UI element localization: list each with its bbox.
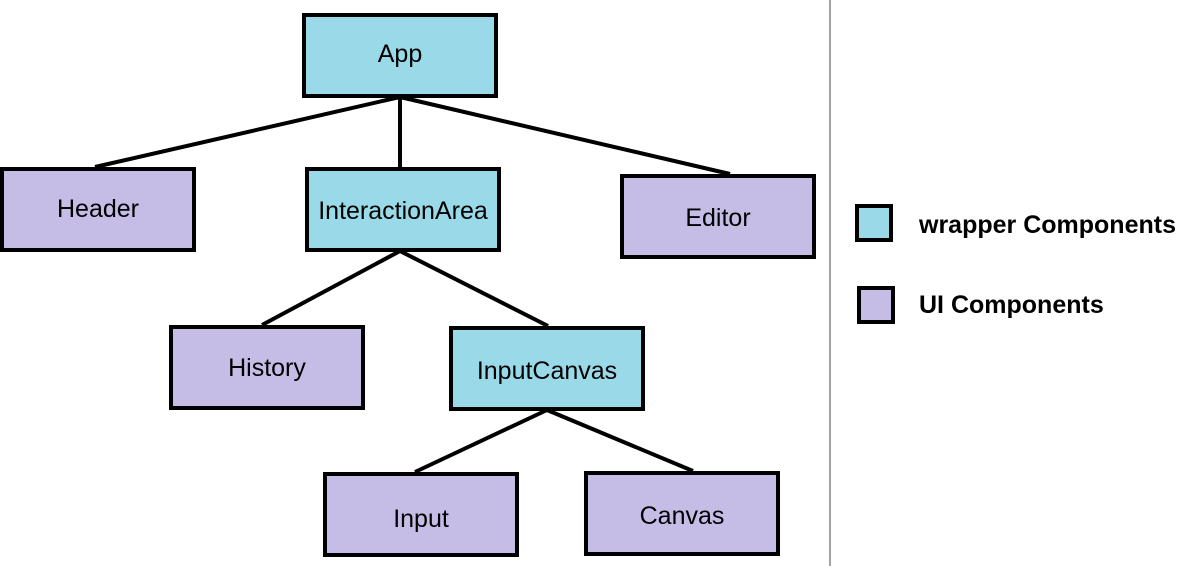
legend: wrapper Components UI Components xyxy=(855,204,1176,324)
node-box-header xyxy=(0,167,196,252)
node-header: Header xyxy=(0,167,196,252)
node-label-input: Input xyxy=(393,505,449,533)
node-canvas: Canvas xyxy=(584,471,780,556)
legend-label-wrapper: wrapper Components xyxy=(918,211,1176,239)
edges-layer xyxy=(94,95,731,474)
edge-input-canvas-to-input xyxy=(414,408,548,474)
legend-swatch-ui xyxy=(857,286,895,324)
node-editor: Editor xyxy=(620,174,816,259)
node-label-canvas: Canvas xyxy=(640,502,725,530)
node-history: History xyxy=(169,325,365,410)
node-input-canvas: InputCanvas xyxy=(449,326,645,411)
edge-interaction-area-to-input-canvas xyxy=(399,249,549,328)
node-box-canvas xyxy=(584,471,780,556)
node-input: Input xyxy=(323,472,519,557)
node-interaction-area: InteractionArea xyxy=(305,167,501,252)
legend-label-ui: UI Components xyxy=(919,291,1104,319)
node-label-history: History xyxy=(228,354,306,382)
node-label-editor: Editor xyxy=(685,204,750,232)
node-label-input-canvas: InputCanvas xyxy=(477,357,617,385)
edge-interaction-area-to-history xyxy=(261,249,401,327)
node-box-input xyxy=(323,472,519,557)
legend-swatch-wrapper xyxy=(855,204,893,242)
node-box-interaction-area xyxy=(305,167,501,252)
node-box-history xyxy=(169,325,365,410)
node-box-editor xyxy=(620,174,816,259)
edge-app-to-header xyxy=(94,95,401,169)
node-label-app: App xyxy=(378,40,422,68)
edge-app-to-editor xyxy=(399,95,731,176)
node-box-input-canvas xyxy=(449,326,645,411)
node-label-header: Header xyxy=(57,195,139,223)
node-app: App xyxy=(302,13,498,98)
node-label-interaction-area: InteractionArea xyxy=(318,197,488,225)
edge-input-canvas-to-canvas xyxy=(546,408,694,473)
node-box-app xyxy=(302,13,498,98)
